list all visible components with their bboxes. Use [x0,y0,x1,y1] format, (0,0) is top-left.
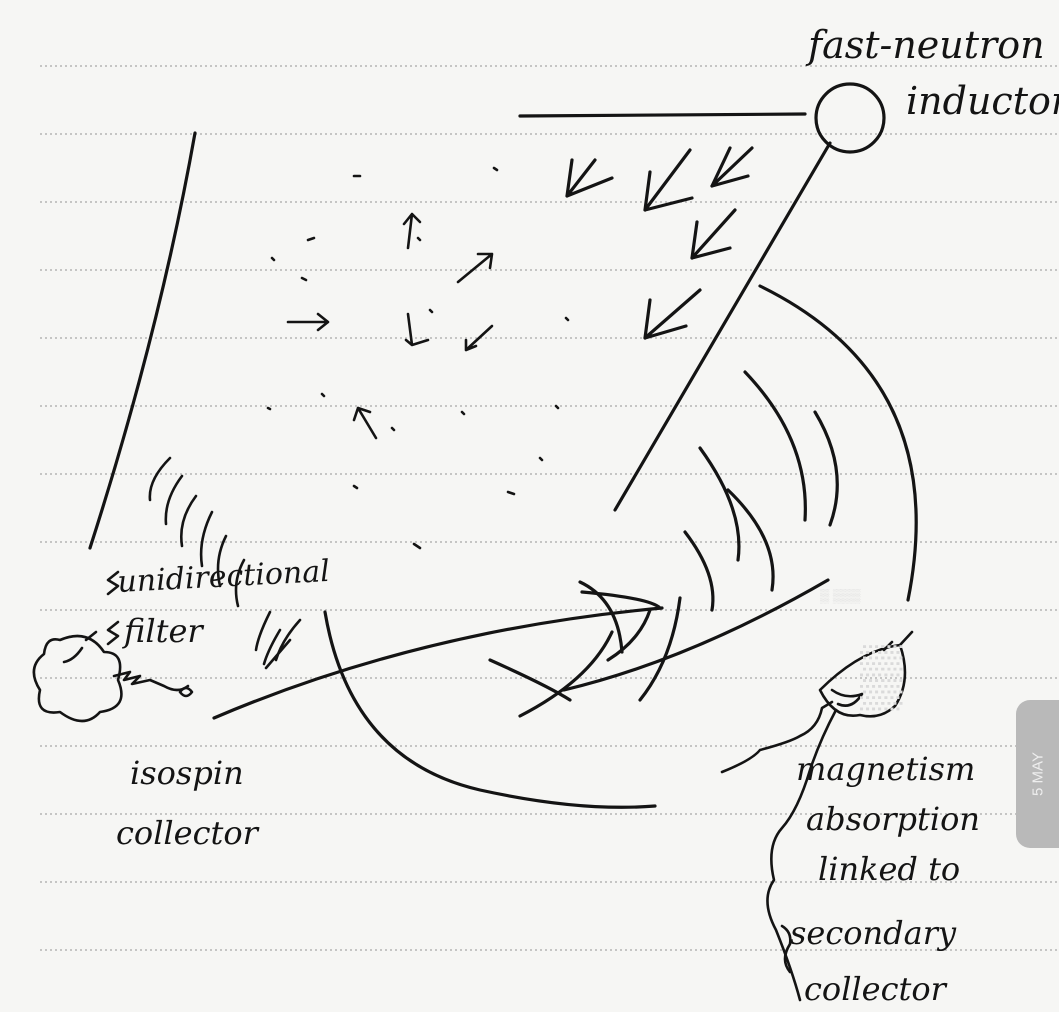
date-tab[interactable]: 5 MAY [1016,700,1059,848]
label-isospin: isospin [130,754,244,792]
label-secondary-collector: collector [804,970,948,1008]
chamber-left-wall [90,133,195,548]
date-tab-label: 5 MAY [1029,752,1046,796]
particle-field [268,168,568,548]
label-magnetism: magnetism [796,750,975,788]
label-absorption: absorption [806,800,980,838]
show-through-numeral: ▒ [860,640,903,709]
label-unidirectional: unidirectional [117,554,331,600]
label-fast-neutron: fast-neutron [805,23,1045,67]
label-filter: filter [122,612,204,650]
show-through-text: ▒ ▒▒▒ [820,588,860,603]
label-secondary: secondary [790,914,957,952]
inductor-circle [816,84,884,152]
chamber-outline [90,133,830,548]
collector-beam [214,608,662,718]
label-inductor: inductor [906,79,1059,123]
label-linked-to: linked to [818,850,960,888]
neutron-flow-arrows [567,148,752,338]
label-collector: collector [116,814,260,852]
inductor-top-beam [520,114,805,116]
collector-cloud [34,636,122,721]
